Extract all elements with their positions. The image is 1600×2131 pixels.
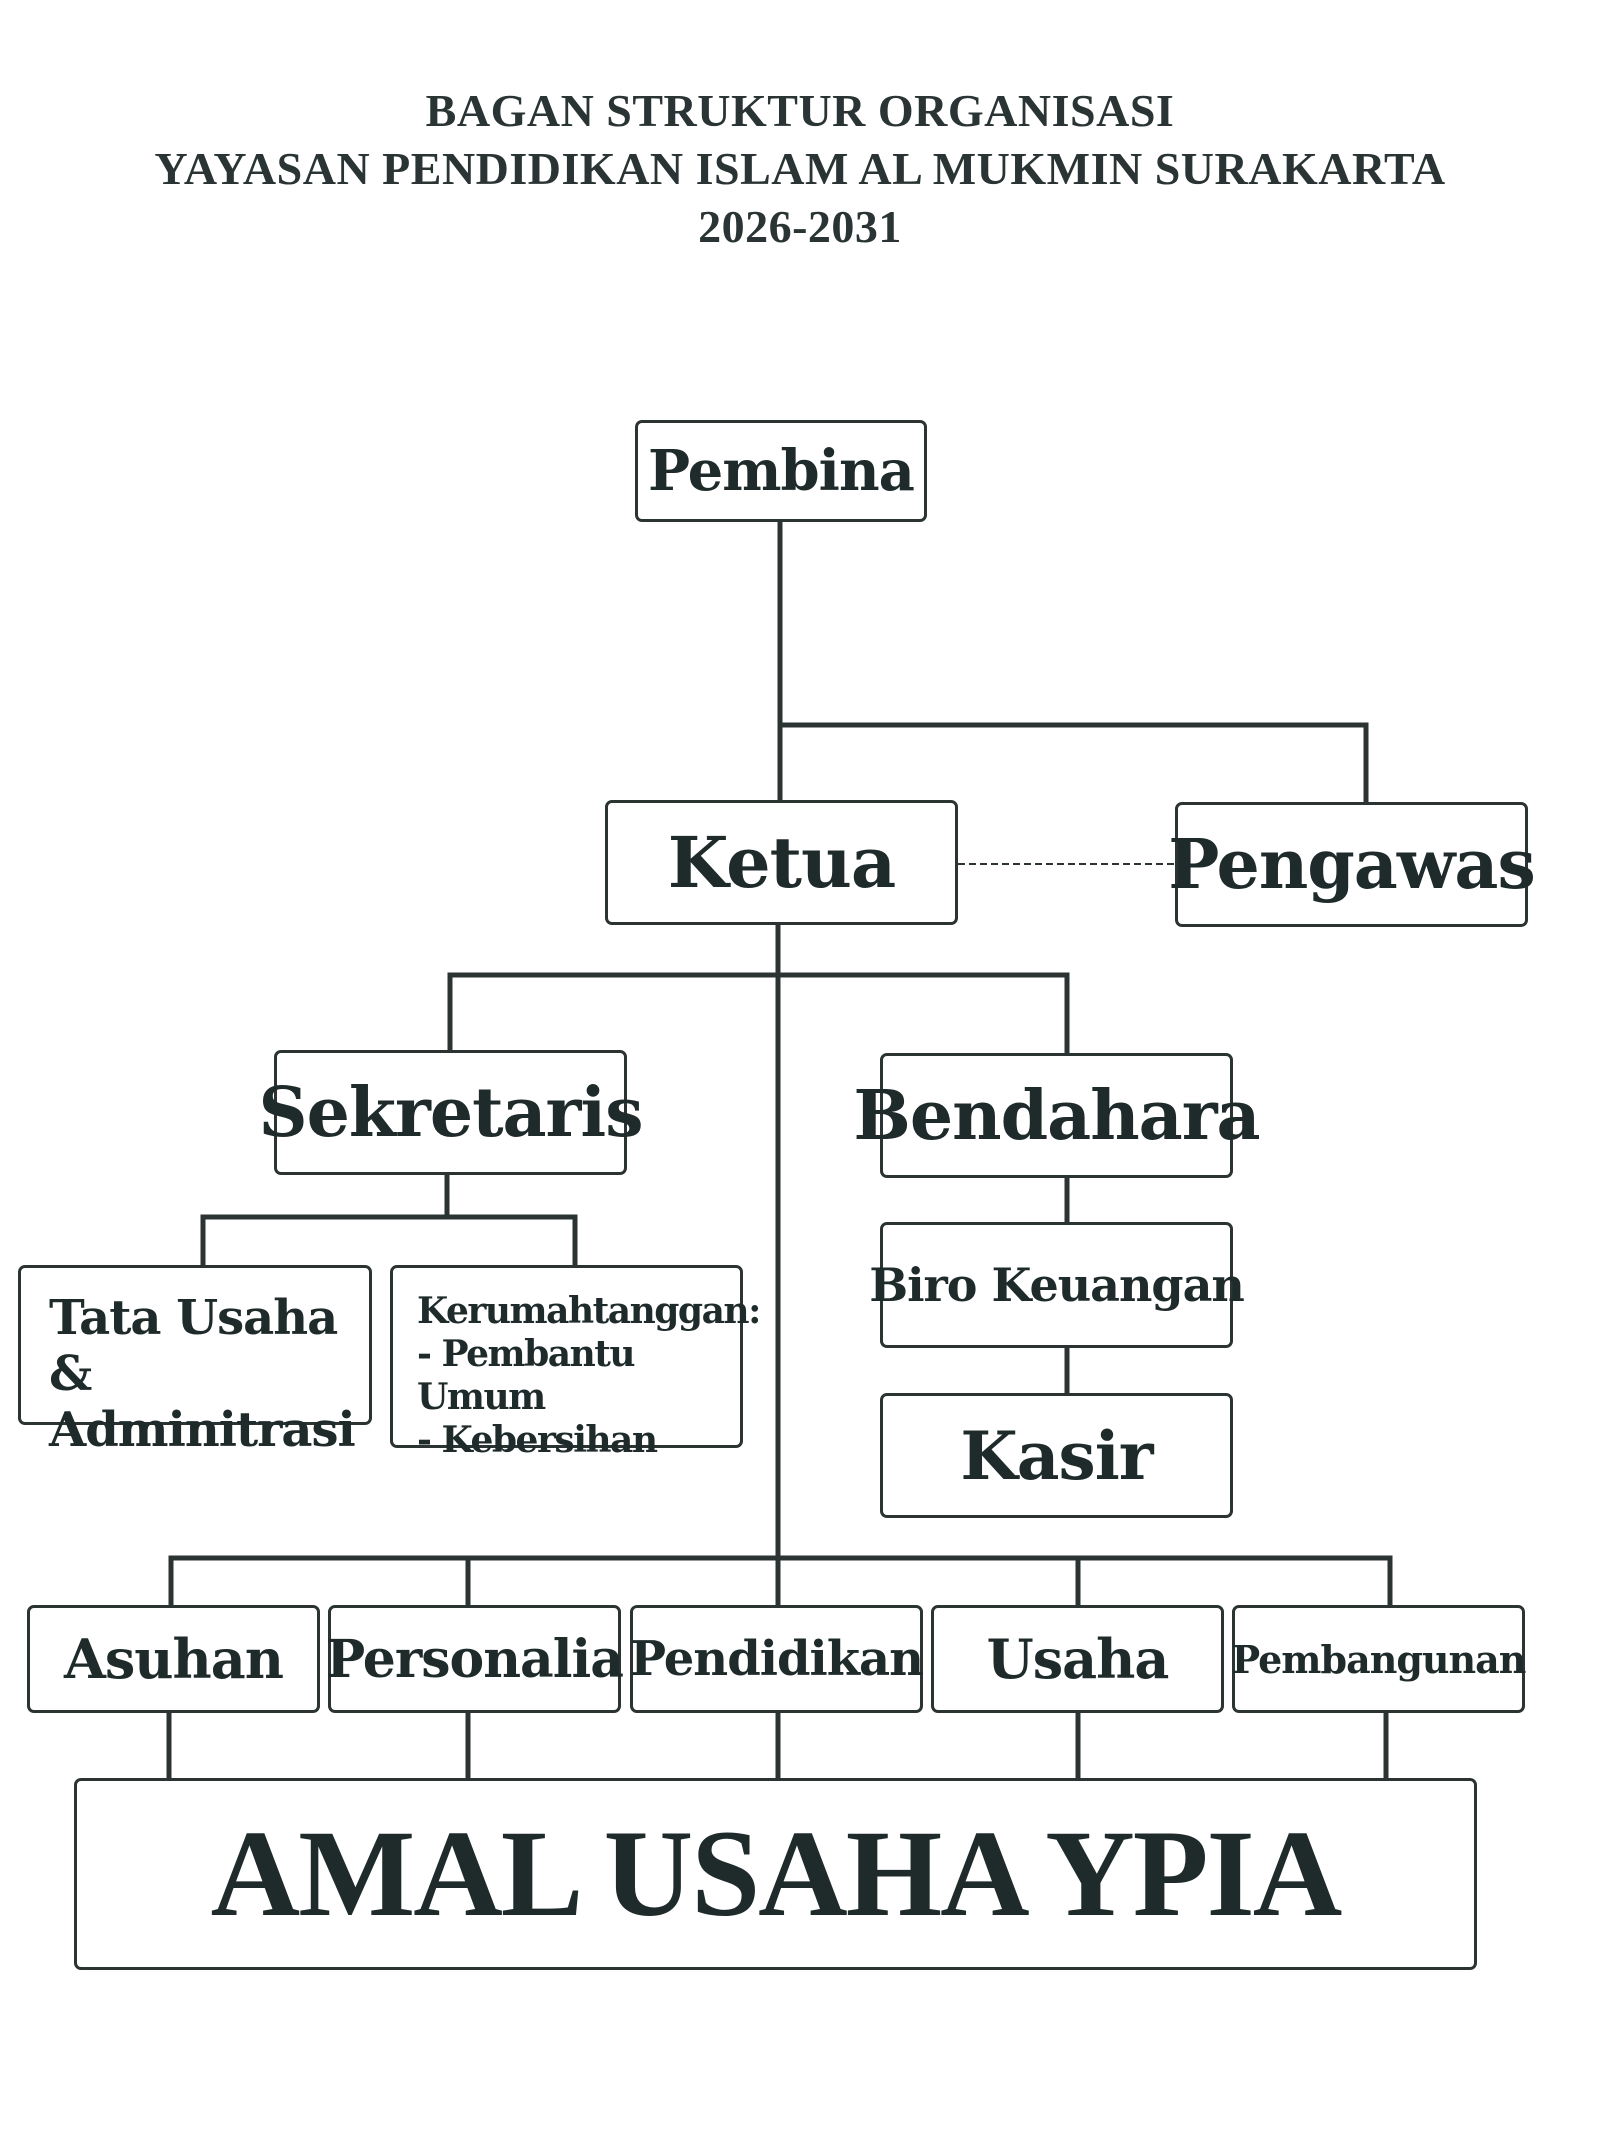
box-pendidikan: Pendidikan [630, 1605, 924, 1713]
box-bendahara: Bendahara [853, 1053, 1261, 1178]
box-amal-usaha: AMAL USAHA YPIA [74, 1778, 1477, 1970]
kerumahtanggaan-item-2: - Kebersihan [417, 1419, 658, 1461]
box-ketua: Ketua [605, 800, 958, 925]
box-asuhan: Asuhan [27, 1605, 320, 1713]
box-kasir: Kasir [880, 1393, 1233, 1518]
box-tata-usaha: Tata Usaha & Adminitrasi [18, 1265, 372, 1458]
chart-title-line-1: BAGAN STRUKTUR ORGANISASI [425, 85, 1175, 136]
kerumahtanggaan-item-1: - Pembantu Umum [417, 1333, 636, 1418]
tata-usaha-line-2: Adminitrasi [49, 1402, 356, 1458]
tata-usaha-line-1: Tata Usaha & [49, 1290, 338, 1402]
box-biro-keuangan: Biro Keuangan [869, 1222, 1245, 1348]
box-usaha: Usaha [931, 1605, 1224, 1713]
box-pembina: Pembina [635, 420, 927, 522]
box-personalia: Personalia [326, 1605, 624, 1713]
box-pengawas: Pengawas [1168, 802, 1536, 927]
chart-title-line-2: YAYASAN PENDIDIKAN ISLAM AL MUKMIN SURAK… [154, 143, 1446, 194]
chart-period: 2026-2031 [698, 201, 902, 252]
box-sekretaris: Sekretaris [259, 1050, 644, 1175]
box-pembangunan: Pembangunan [1232, 1605, 1526, 1713]
box-kerumahtanggaan: Kerumahtanggan: - Pembantu Umum - Kebers… [390, 1265, 761, 1461]
kerumahtanggaan-title: Kerumahtanggan: [417, 1290, 761, 1332]
